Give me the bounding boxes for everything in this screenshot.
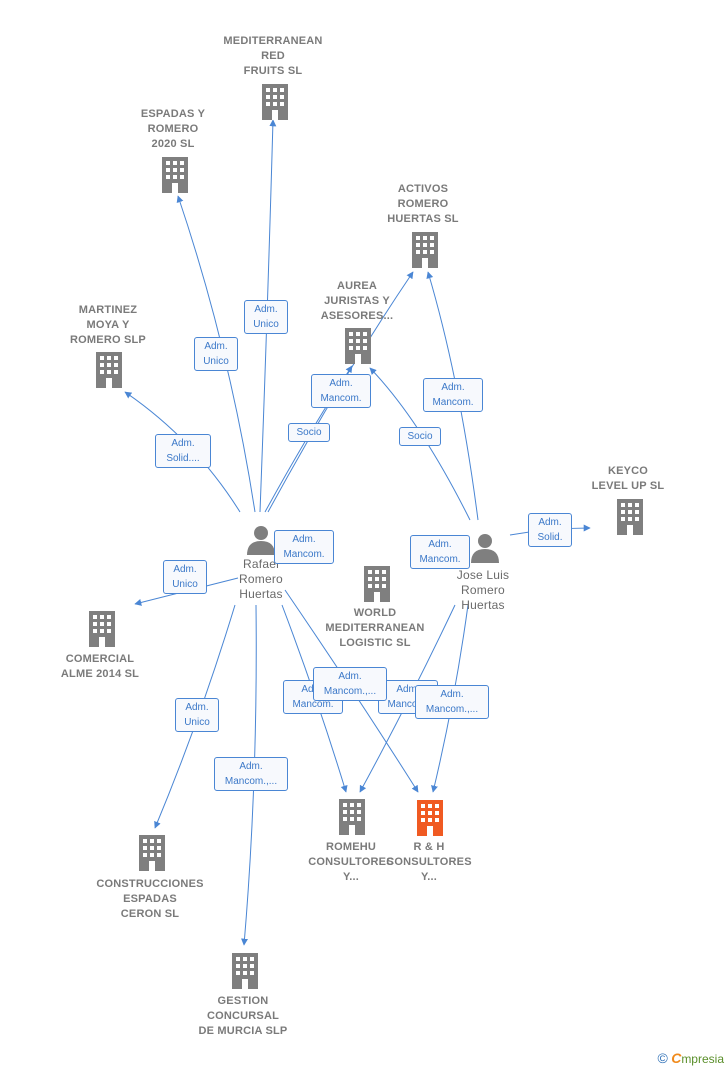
building-icon-highlight [417,800,443,836]
person-label: Jose Luis Romero Huertas [456,568,510,612]
company-label: ACTIVOS ROMERO HUERTAS SL [387,183,459,225]
company-label: MEDITERRANEAN RED FRUITS SL [223,35,323,77]
role-badge[interactable]: Adm. Unico [244,300,288,334]
role-badge[interactable]: Socio [288,423,330,442]
role-badge[interactable]: Adm. Unico [194,337,238,371]
role-badge[interactable]: Adm. Mancom.,... [313,667,387,701]
role-badge[interactable]: Adm. Unico [175,698,219,732]
company-martinez-moya-romero[interactable]: MARTINEZ MOYA Y ROMERO SLP [48,303,168,348]
person-rafael-romero-huertas[interactable]: Rafael Romero Huertas [211,557,311,602]
company-label: COMERCIAL ALME 2014 SL [60,653,140,680]
role-badge[interactable]: Adm. Mancom. [311,374,371,408]
company-romehu-consultores[interactable]: ROMEHU CONSULTORES Y... [292,840,410,885]
role-badge[interactable]: Adm. Mancom. [423,378,483,412]
building-icon [339,799,365,835]
company-label: ROMEHU CONSULTORES Y... [308,841,394,883]
company-activos-romero-huertas[interactable]: ACTIVOS ROMERO HUERTAS SL [363,182,483,227]
company-aurea-juristas[interactable]: AUREA JURISTAS Y ASESORES... [297,279,417,324]
person-icon [471,534,499,563]
role-badge[interactable]: Adm. Solid. [528,513,572,547]
role-badge[interactable]: Socio [399,427,441,446]
company-rh-consultores[interactable]: R & H CONSULTORES Y... [370,840,488,885]
company-label: GESTION CONCURSAL DE MURCIA SLP [198,995,288,1037]
company-label: WORLD MEDITERRANEAN LOGISTIC SL [325,607,425,649]
company-world-mediterranean-logistic[interactable]: WORLD MEDITERRANEAN LOGISTIC SL [315,606,435,651]
company-label: R & H CONSULTORES Y... [386,841,472,883]
role-badge[interactable]: Adm. Solid.... [155,434,211,468]
role-badge[interactable]: Adm. Mancom.,... [415,685,489,719]
copyright-icon: © [657,1050,668,1066]
person-label: Rafael Romero Huertas [239,557,283,601]
empresia-logo: © Cmpresia [658,1050,724,1066]
building-icon [96,352,122,388]
building-icon [364,566,390,602]
building-icon [162,157,188,193]
company-espadas-y-romero[interactable]: ESPADAS Y ROMERO 2020 SL [113,107,233,152]
company-label: KEYCO LEVEL UP SL [591,465,665,492]
role-badge[interactable]: Adm. Unico [163,560,207,594]
company-construcciones-espadas-ceron[interactable]: CONSTRUCCIONES ESPADAS CERON SL [90,877,210,922]
brand-name: mpresia [681,1052,724,1066]
building-icon [617,499,643,535]
building-icon [262,84,288,120]
building-icon [232,953,258,989]
building-icon [89,611,115,647]
role-badge[interactable]: Adm. Mancom.,... [214,757,288,791]
role-badge[interactable]: Adm. Mancom. [274,530,334,564]
role-badge[interactable]: Adm. Mancom. [410,535,470,569]
person-jose-luis-romero-huertas[interactable]: Jose Luis Romero Huertas [433,568,533,613]
person-icon [247,526,275,555]
company-label: CONSTRUCCIONES ESPADAS CERON SL [96,878,204,920]
company-mediterranean-red-fruits[interactable]: MEDITERRANEAN RED FRUITS SL [213,34,333,79]
building-icon [139,835,165,871]
company-keyco-level-up[interactable]: KEYCO LEVEL UP SL [568,464,688,494]
building-icon [412,232,438,268]
company-label: AUREA JURISTAS Y ASESORES... [320,280,394,322]
company-label: ESPADAS Y ROMERO 2020 SL [140,108,206,150]
company-comercial-alme-2014[interactable]: COMERCIAL ALME 2014 SL [40,652,160,682]
company-gestion-concursal-murcia[interactable]: GESTION CONCURSAL DE MURCIA SLP [183,994,303,1039]
company-label: MARTINEZ MOYA Y ROMERO SLP [70,304,146,346]
brand-initial: C [671,1050,682,1066]
building-icon [345,328,371,364]
